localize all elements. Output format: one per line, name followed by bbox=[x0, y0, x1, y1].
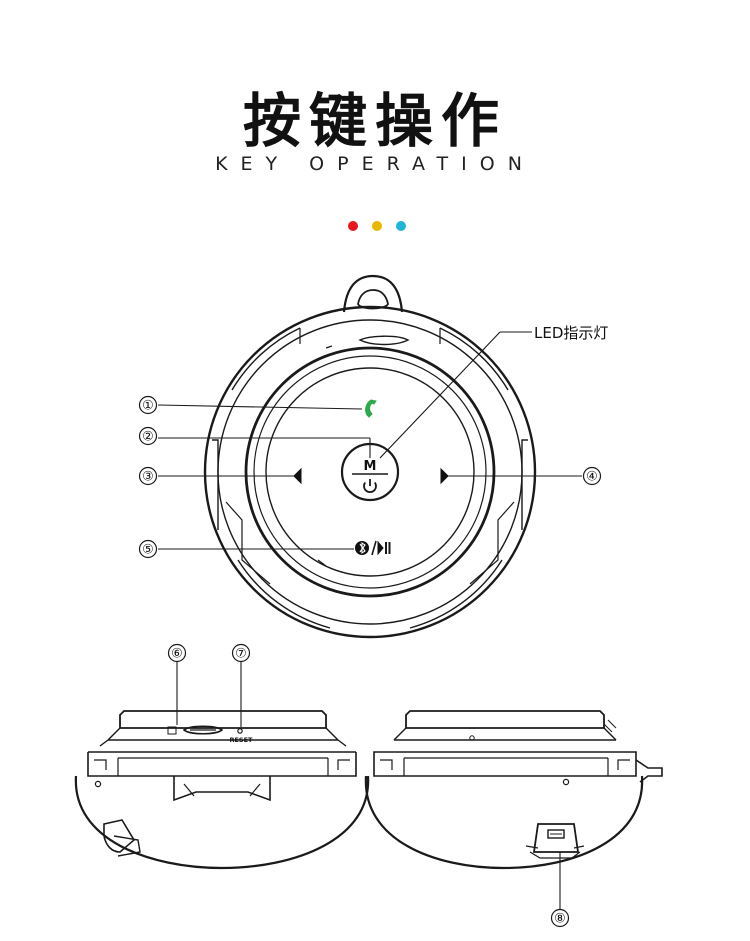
callout-5-number: ⑤ bbox=[142, 543, 154, 558]
mode-label: M bbox=[364, 459, 377, 474]
page-title: 按键操作 bbox=[242, 87, 507, 155]
callout-8-number: ⑧ bbox=[554, 912, 566, 927]
callout-3 bbox=[138, 466, 158, 486]
mode-power-button[interactable] bbox=[340, 442, 400, 502]
speaker-side-view-right: ⑧ bbox=[364, 710, 663, 928]
callout-6 bbox=[167, 643, 187, 663]
cyan-dot bbox=[396, 221, 406, 231]
callout-7 bbox=[231, 643, 251, 663]
tf-card-slot-icon[interactable] bbox=[182, 725, 224, 735]
red-dot bbox=[348, 221, 358, 231]
led-indicator-label: LED指示灯 bbox=[534, 324, 608, 342]
bluetooth-play-pause-icon[interactable] bbox=[355, 540, 391, 556]
reset-label: RESET bbox=[229, 736, 253, 744]
page-subtitle: KEY OPERATION bbox=[215, 153, 535, 175]
outer-ring bbox=[203, 305, 537, 639]
callout-7-number: ⑦ bbox=[235, 647, 247, 662]
tf-card-icon bbox=[167, 726, 177, 735]
speaker-side-view-left: RESET ⑥ ⑦ bbox=[74, 643, 370, 870]
triangle-left-icon[interactable] bbox=[293, 467, 302, 485]
phone-icon[interactable] bbox=[365, 399, 377, 418]
callout-8 bbox=[550, 908, 570, 928]
callout-2 bbox=[138, 426, 158, 446]
callout-4 bbox=[582, 466, 602, 486]
power-icon bbox=[363, 479, 377, 493]
callout-1 bbox=[138, 395, 158, 415]
panel-ring-mid bbox=[253, 355, 487, 589]
callout-3-number: ③ bbox=[142, 470, 154, 485]
callout-1-number: ① bbox=[142, 399, 154, 414]
yellow-dot bbox=[372, 221, 382, 231]
panel-ring-inner bbox=[265, 367, 475, 577]
triangle-right-icon[interactable] bbox=[440, 467, 449, 485]
callout-6-number: ⑥ bbox=[171, 647, 183, 662]
hanging-loop bbox=[342, 274, 404, 313]
panel-ring-outer bbox=[244, 346, 496, 598]
callout-4-number: ④ bbox=[586, 470, 598, 485]
callout-5 bbox=[138, 539, 158, 559]
accent-dots bbox=[348, 221, 408, 233]
speaker-top-view: M bbox=[138, 274, 608, 639]
usb-port-icon[interactable] bbox=[525, 823, 585, 859]
leader-lines bbox=[157, 331, 582, 550]
reset-button[interactable] bbox=[237, 728, 243, 734]
callout-2-number: ② bbox=[142, 430, 154, 445]
